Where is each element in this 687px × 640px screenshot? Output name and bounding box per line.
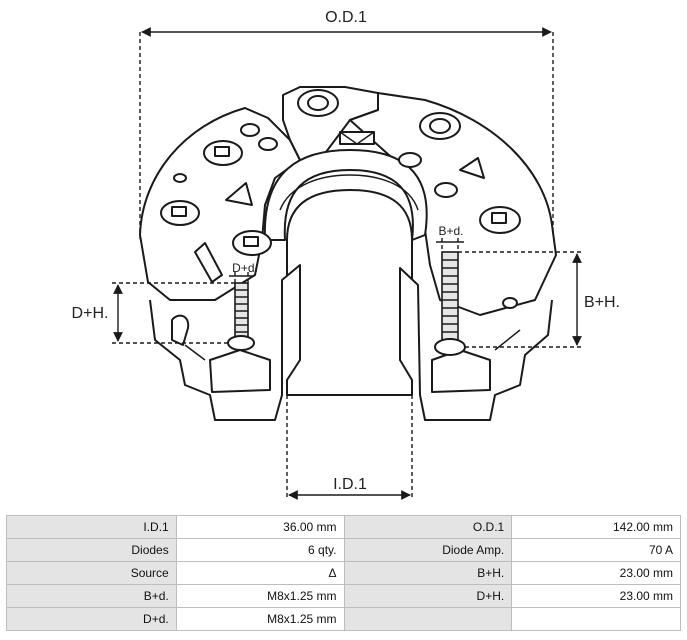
right-foot xyxy=(399,267,553,421)
spec-value: 142.00 mm xyxy=(511,515,681,539)
dh-label: D+H. xyxy=(72,305,109,322)
spec-key: B+H. xyxy=(343,561,513,585)
spec-key: D+d. xyxy=(6,607,177,631)
spec-value: M8x1.25 mm xyxy=(175,584,345,608)
spec-key xyxy=(343,607,513,631)
spec-key: I.D.1 xyxy=(6,515,177,539)
spec-value xyxy=(511,607,681,631)
specs-table: I.D.1 36.00 mm O.D.1 142.00 mm Diodes 6 … xyxy=(6,515,681,631)
id-dimension: I.D.1 xyxy=(286,395,413,500)
bh-dimension: B+H. xyxy=(458,251,620,348)
b-stud xyxy=(434,251,466,356)
spec-key: Diode Amp. xyxy=(343,538,513,562)
dd-dimension: D+d. xyxy=(229,261,258,283)
id-label: I.D.1 xyxy=(333,476,367,493)
spec-key: Source xyxy=(6,561,177,585)
table-row: B+d. M8x1.25 mm D+H. 23.00 mm xyxy=(6,584,681,608)
od-dimension: O.D.1 xyxy=(139,9,554,240)
table-row: I.D.1 36.00 mm O.D.1 142.00 mm xyxy=(6,515,681,539)
table-row: Source Δ B+H. 23.00 mm xyxy=(6,561,681,585)
spec-value: 23.00 mm xyxy=(511,561,681,585)
bd-label: B+d. xyxy=(438,224,463,238)
spec-value: 23.00 mm xyxy=(511,584,681,608)
d-stud xyxy=(227,282,255,351)
spec-value: 36.00 mm xyxy=(175,515,345,539)
diode-symbols xyxy=(194,131,485,283)
rectifier-diagram: O.D.1 I.D.1 D+H. B+H. D+d. B+d. xyxy=(72,9,620,500)
table-row: D+d. M8x1.25 mm xyxy=(6,607,681,631)
spec-value: 6 qty. xyxy=(175,538,345,562)
table-row: Diodes 6 qty. Diode Amp. 70 A xyxy=(6,538,681,562)
spec-value: 70 A xyxy=(511,538,681,562)
spec-key: D+H. xyxy=(343,584,513,608)
spec-key: O.D.1 xyxy=(343,515,513,539)
spec-key: B+d. xyxy=(6,584,177,608)
bd-dimension: B+d. xyxy=(436,224,464,252)
bh-label: B+H. xyxy=(584,294,620,311)
dh-dimension: D+H. xyxy=(72,282,235,344)
diode-pads xyxy=(160,89,521,256)
mounting-holes xyxy=(173,123,518,309)
spec-value: M8x1.25 mm xyxy=(175,607,345,631)
dd-label: D+d. xyxy=(232,261,258,275)
rectifier-body xyxy=(139,86,557,396)
left-foot xyxy=(149,264,301,421)
spec-value: Δ xyxy=(175,561,345,585)
od-label: O.D.1 xyxy=(325,9,367,26)
spec-key: Diodes xyxy=(6,538,177,562)
